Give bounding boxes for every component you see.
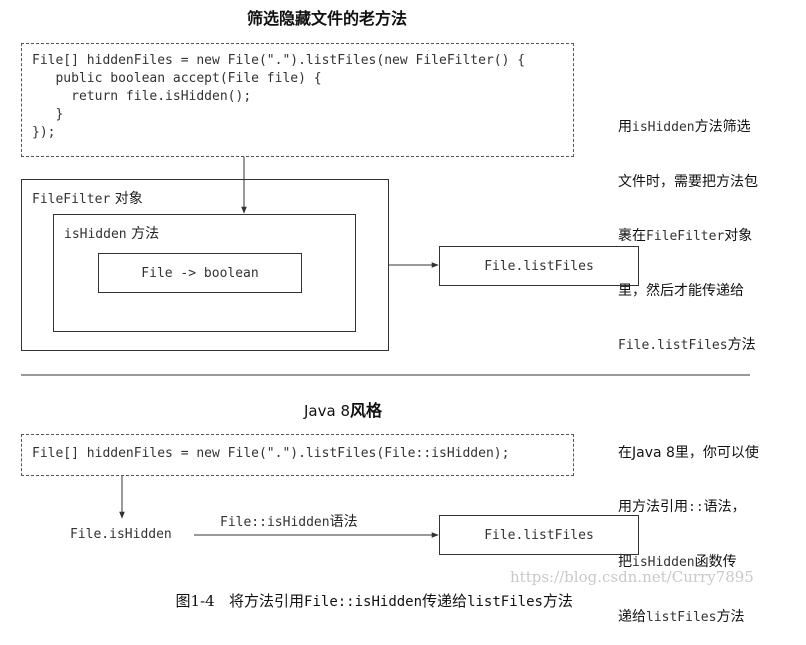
note-line: File.listFiles方法 [618,337,756,353]
figure-caption: 图1-4 将方法引用File::isHidden传递给listFiles方法 [175,592,573,610]
note-line: 里，然后才能传递给 [618,283,744,299]
method-reference-label: File::isHidden语法 [220,514,358,530]
note-line: 把isHidden函数传 [618,554,737,570]
file-to-boolean-label: File -> boolean [141,265,259,281]
old-method-title: 筛选隐藏文件的老方法 [247,9,408,28]
note-line: 在Java 8里，你可以使 [618,445,759,461]
old-method-note: 用isHidden方法筛选 文件时，需要把方法包 裹在FileFilter对象 … [618,82,758,373]
code-line-3: return file.isHidden(); [32,89,252,104]
file-ishidden-label: File.isHidden [70,527,172,542]
listfiles-label-top: File.listFiles [484,258,594,274]
code-line-2: public boolean accept(File file) { [32,71,322,86]
filefilter-object-box: FileFilter 对象 isHidden 方法 File -> boolea… [21,179,389,351]
connector-layer [21,157,750,538]
watermark: https://blog.csdn.net/Curry7895 [510,568,754,586]
ishidden-method-box: isHidden 方法 File -> boolean [53,214,356,332]
note-line: 裹在FileFilter对象 [618,228,753,244]
java8-code-line: File[] hiddenFiles = new File(".").listF… [32,446,510,461]
code-line-5: }); [32,125,56,140]
old-code-box: File[] hiddenFiles = new File(".").listF… [21,43,574,157]
figure-number: 图1-4 [175,592,215,610]
java8-note: 在Java 8里，你可以使 用方法引用::语法， 把isHidden函数传 递给… [618,408,759,645]
note-line: 用isHidden方法筛选 [618,119,751,135]
filefilter-object-label: FileFilter 对象 [32,191,143,207]
file-to-boolean-box: File -> boolean [98,253,302,293]
code-line-4: } [32,107,64,122]
listfiles-label-bottom: File.listFiles [484,527,594,543]
note-line: 递给listFiles方法 [618,609,745,625]
listfiles-box-top: File.listFiles [439,246,639,286]
ishidden-method-label: isHidden 方法 [64,226,160,242]
code-line-1: File[] hiddenFiles = new File(".").listF… [32,53,526,68]
listfiles-box-bottom: File.listFiles [439,515,639,555]
note-line: 用方法引用::语法， [618,499,746,515]
java8-style-title: Java 8风格 [304,401,383,420]
note-line: 文件时，需要把方法包 [618,174,758,190]
java8-code-box: File[] hiddenFiles = new File(".").listF… [21,434,574,476]
